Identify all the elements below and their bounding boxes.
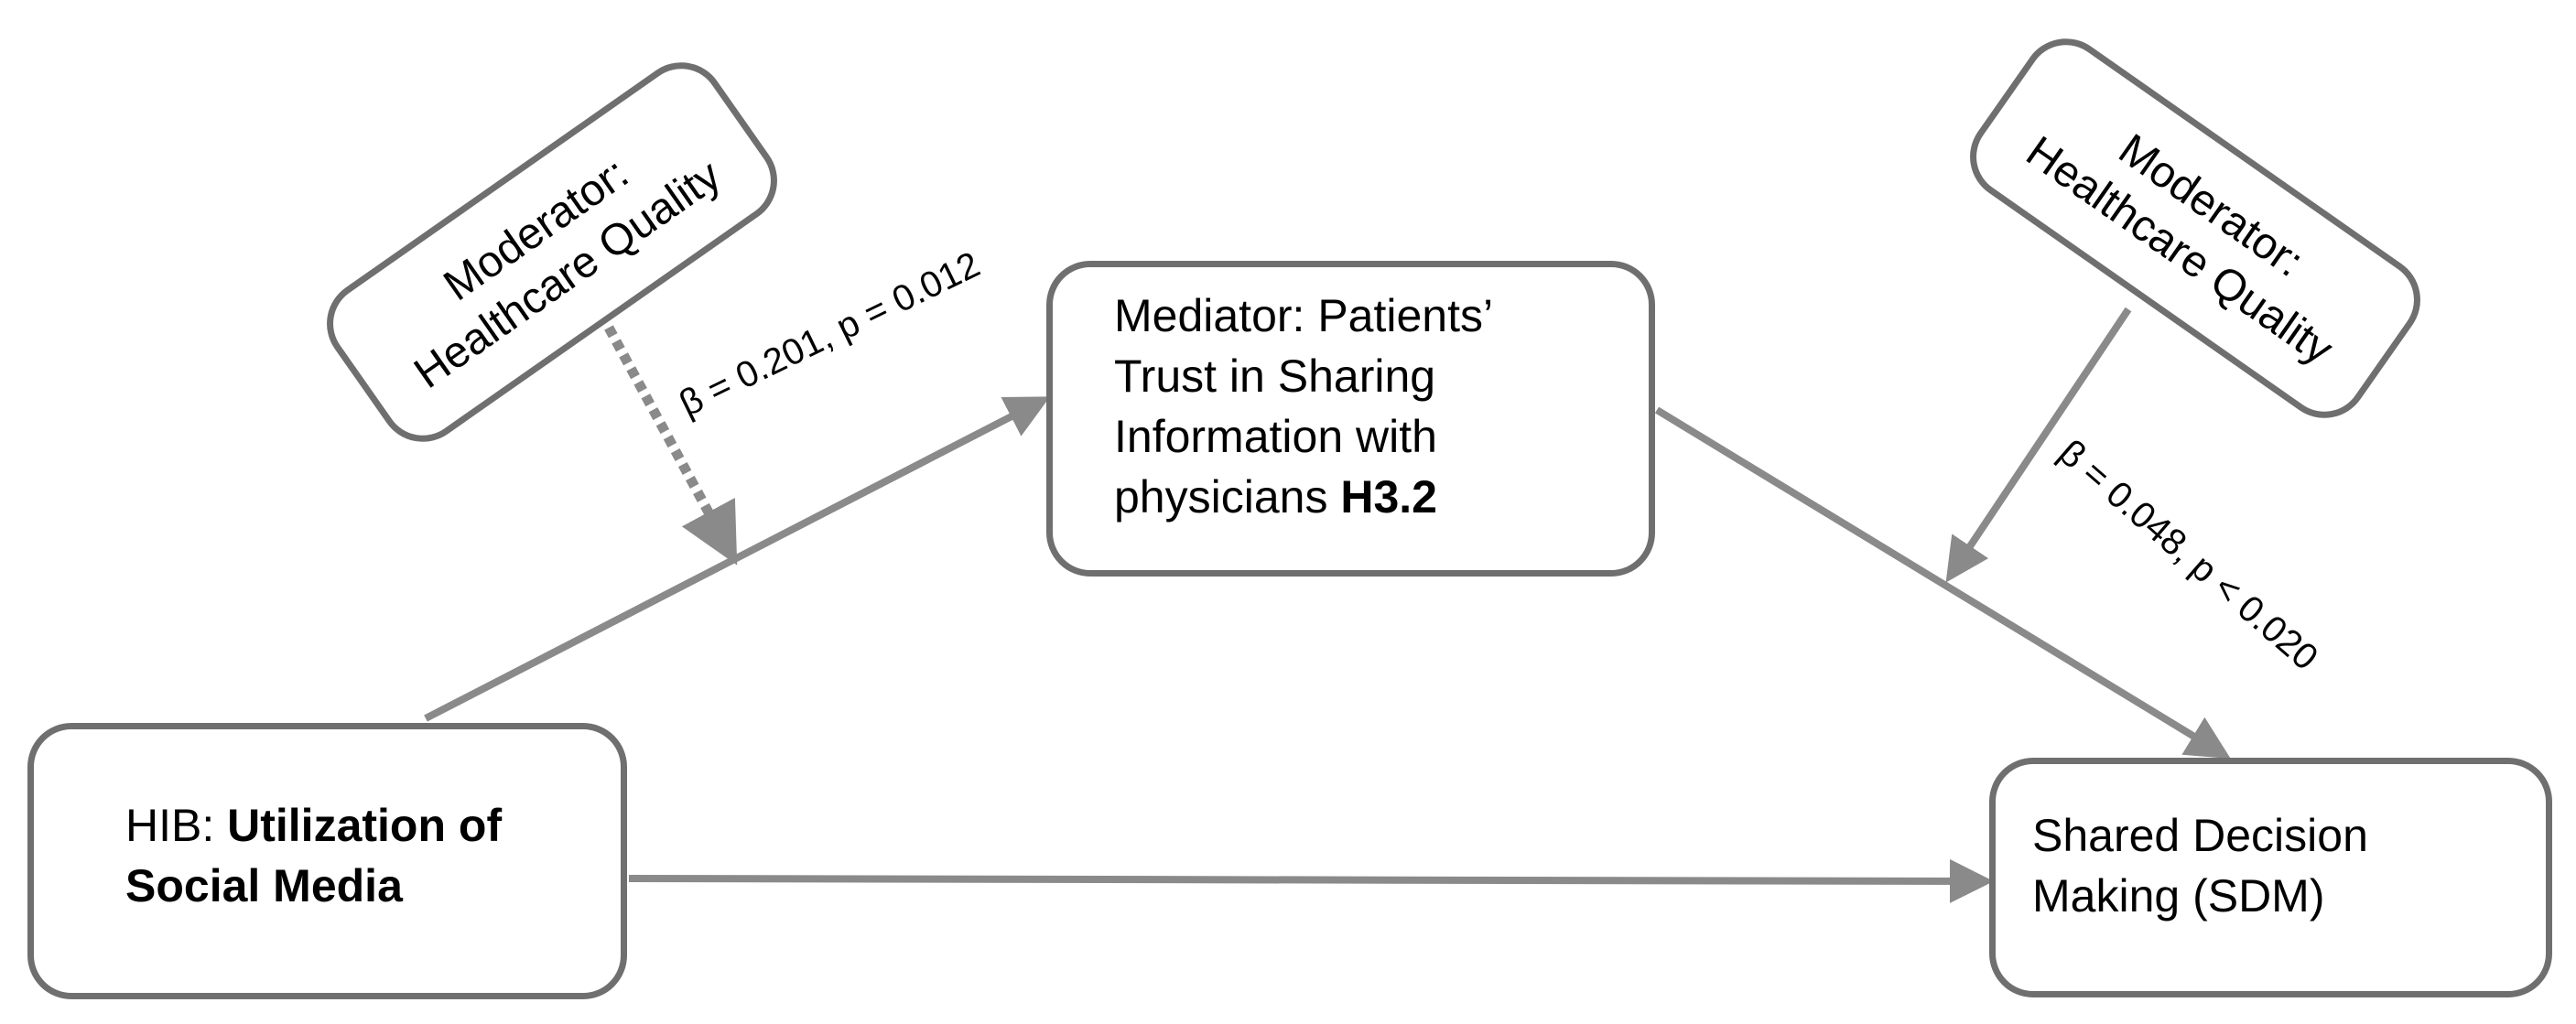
arrow-hib-to-sdm xyxy=(628,858,1994,903)
sdm-box: Shared Decision Making (SDM) xyxy=(1989,758,2552,997)
arrow-moderator-right xyxy=(1945,307,2132,583)
mediator-line2: Trust in Sharing xyxy=(1114,350,1436,402)
hypothesis-label: H3.2 xyxy=(1340,471,1437,523)
hib-variable-line1: Utilization of xyxy=(227,800,503,851)
mediator-line4-prefix: physicians xyxy=(1114,471,1341,523)
sdm-line2: Making (SDM) xyxy=(2032,870,2325,922)
sdm-line1: Shared Decision xyxy=(2032,810,2368,861)
hib-box: HIB: Utilization of Social Media xyxy=(27,723,627,999)
arrow-moderator-left-dotted xyxy=(604,325,738,566)
mediator-line3: Information with xyxy=(1114,411,1437,462)
mediator-line4: physicians H3.2 xyxy=(1114,467,1649,527)
hib-variable-line2: Social Media xyxy=(125,860,403,911)
arrow-hib-to-mediator xyxy=(424,396,1051,722)
hib-line1: HIB: Utilization of xyxy=(125,795,621,856)
mediator-box: Mediator: Patients’ Trust in Sharing Inf… xyxy=(1046,261,1655,577)
hib-prefix: HIB: xyxy=(125,800,228,851)
arrow-mediator-to-sdm xyxy=(1654,406,2231,760)
mediator-line1: Mediator: Patients’ xyxy=(1114,290,1494,341)
